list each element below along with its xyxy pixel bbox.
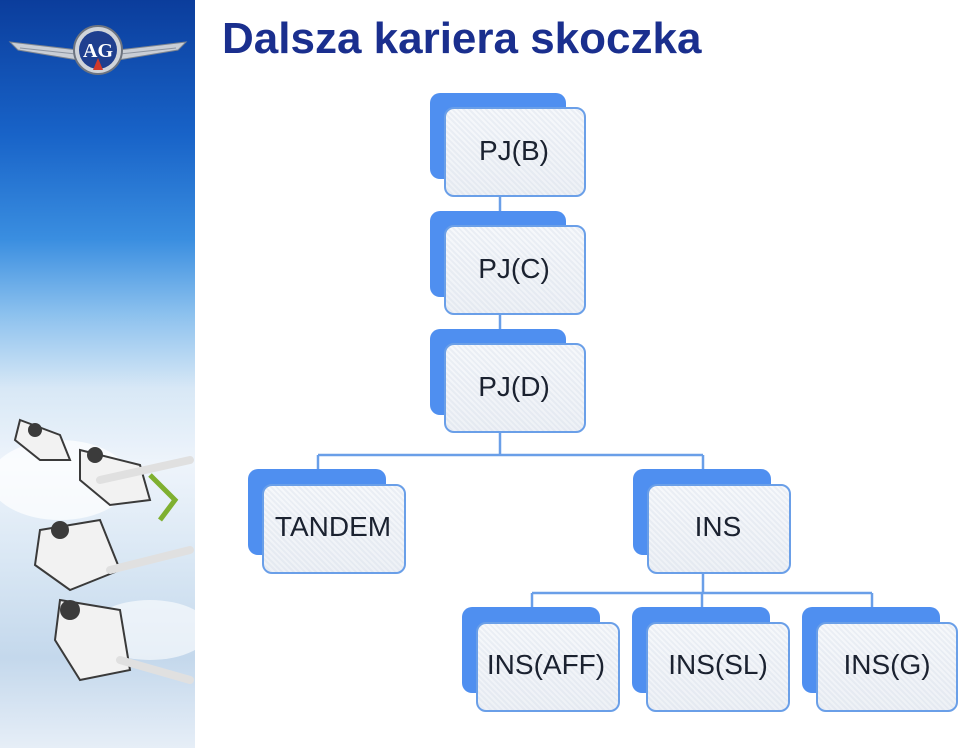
node-ins-g-label: INS(G): [843, 649, 931, 680]
node-ins-aff: INS(AFF): [462, 607, 620, 713]
node-pjc: PJ(C): [430, 211, 586, 315]
node-ins-label: INS: [694, 511, 742, 542]
sidebar-photo: AG: [0, 0, 195, 748]
node-pjd-label: PJ(D): [478, 371, 550, 402]
node-tandem: TANDEM: [248, 469, 406, 575]
page-title: Dalsza kariera skoczka: [222, 14, 702, 63]
node-ins-sl-label: INS(SL): [668, 649, 768, 680]
node-pjc-label: PJ(C): [478, 253, 550, 284]
node-pjb-label: PJ(B): [479, 135, 549, 166]
node-pjd: PJ(D): [430, 329, 586, 433]
skydivers-image: [0, 418, 195, 684]
node-ins-sl: INS(SL): [632, 607, 790, 713]
logo-text: AG: [83, 40, 113, 62]
node-ins: INS: [633, 469, 791, 575]
node-pjb: PJ(B): [430, 93, 586, 197]
node-tandem-label: TANDEM: [274, 511, 392, 542]
ag-logo: AG: [8, 25, 188, 75]
node-ins-aff-label: INS(AFF): [486, 649, 606, 680]
node-ins-g: INS(G): [802, 607, 958, 713]
